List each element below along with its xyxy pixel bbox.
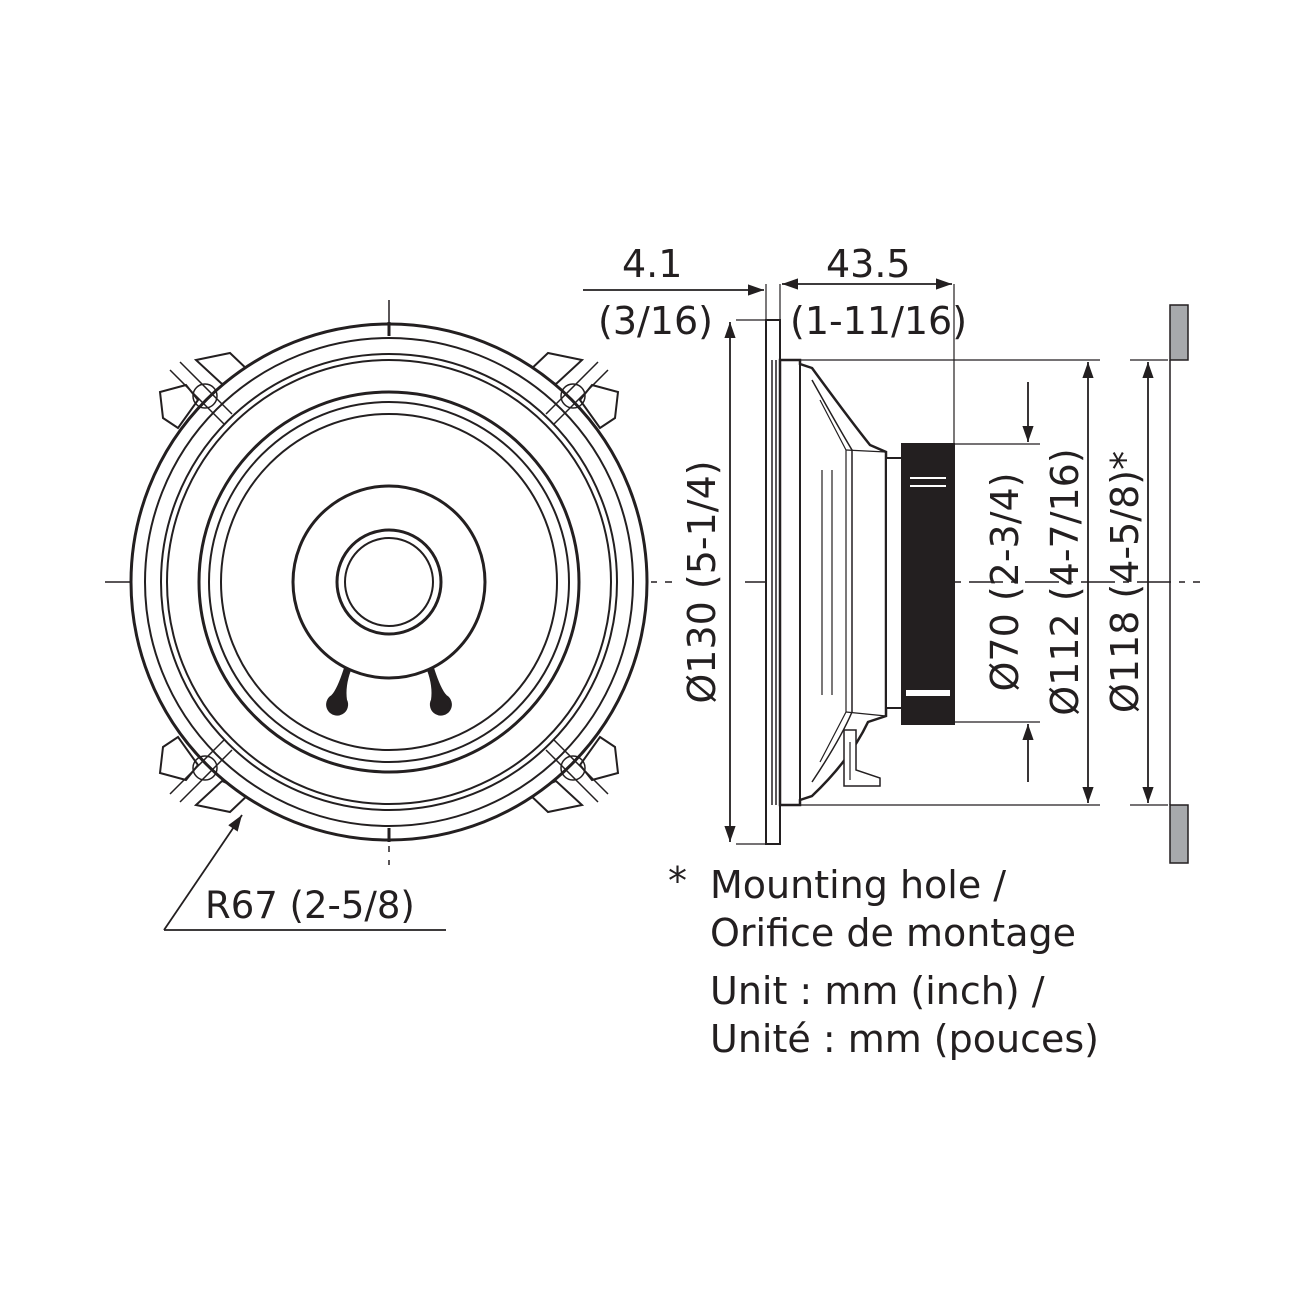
tab-hole bbox=[192, 383, 218, 409]
mounting-hole-note-fr: Orifice de montage bbox=[710, 911, 1076, 955]
depth-body-label: 43.5 bbox=[826, 242, 911, 286]
depth-flange-label: 4.1 bbox=[622, 242, 682, 286]
frame-ring-4 bbox=[166, 359, 612, 805]
tab-hole bbox=[560, 755, 586, 781]
depth-flange-inch-label: (3/16) bbox=[598, 299, 713, 343]
side-view bbox=[736, 284, 1200, 845]
tweeter-dome-inner bbox=[344, 537, 434, 627]
radius-label: R67 (2-5/8) bbox=[205, 884, 415, 927]
mounting-hole-note-en: Mounting hole / bbox=[710, 863, 1007, 907]
terminal-left-icon bbox=[326, 666, 352, 716]
flange-plate bbox=[765, 319, 781, 845]
side-terminal-icon bbox=[843, 729, 881, 787]
tab-hole bbox=[192, 755, 218, 781]
front-view bbox=[105, 300, 672, 865]
dia-130-label: Ø130 (5-1/4) bbox=[680, 460, 724, 703]
surround-outer bbox=[197, 390, 581, 774]
dia-118-label: Ø118 (4-5/8)* bbox=[1103, 451, 1147, 713]
dia-70-label: Ø70 (2-3/4) bbox=[983, 472, 1027, 691]
unit-note-en: Unit : mm (inch) / bbox=[710, 969, 1045, 1013]
unit-note-fr: Unité : mm (pouces) bbox=[710, 1017, 1099, 1061]
terminal-right-icon bbox=[426, 666, 452, 716]
depth-body-inch-label: (1-11/16) bbox=[790, 299, 967, 343]
footnote-asterisk: * bbox=[668, 859, 687, 903]
cone-ring bbox=[220, 413, 558, 751]
magnet bbox=[901, 443, 955, 725]
frame-ring-2 bbox=[144, 337, 634, 827]
dia-112-label: Ø112 (4-7/16) bbox=[1043, 448, 1087, 715]
mounting-panel bbox=[1169, 304, 1189, 864]
back-plate bbox=[885, 457, 903, 709]
frame-ring-3 bbox=[160, 353, 618, 811]
surround-inner bbox=[208, 401, 570, 763]
tweeter-housing bbox=[291, 484, 487, 680]
tab-hole bbox=[560, 383, 586, 409]
dimension-lines bbox=[583, 278, 1154, 842]
radius-leader bbox=[163, 814, 446, 931]
tweeter-dome-outer bbox=[335, 528, 443, 636]
